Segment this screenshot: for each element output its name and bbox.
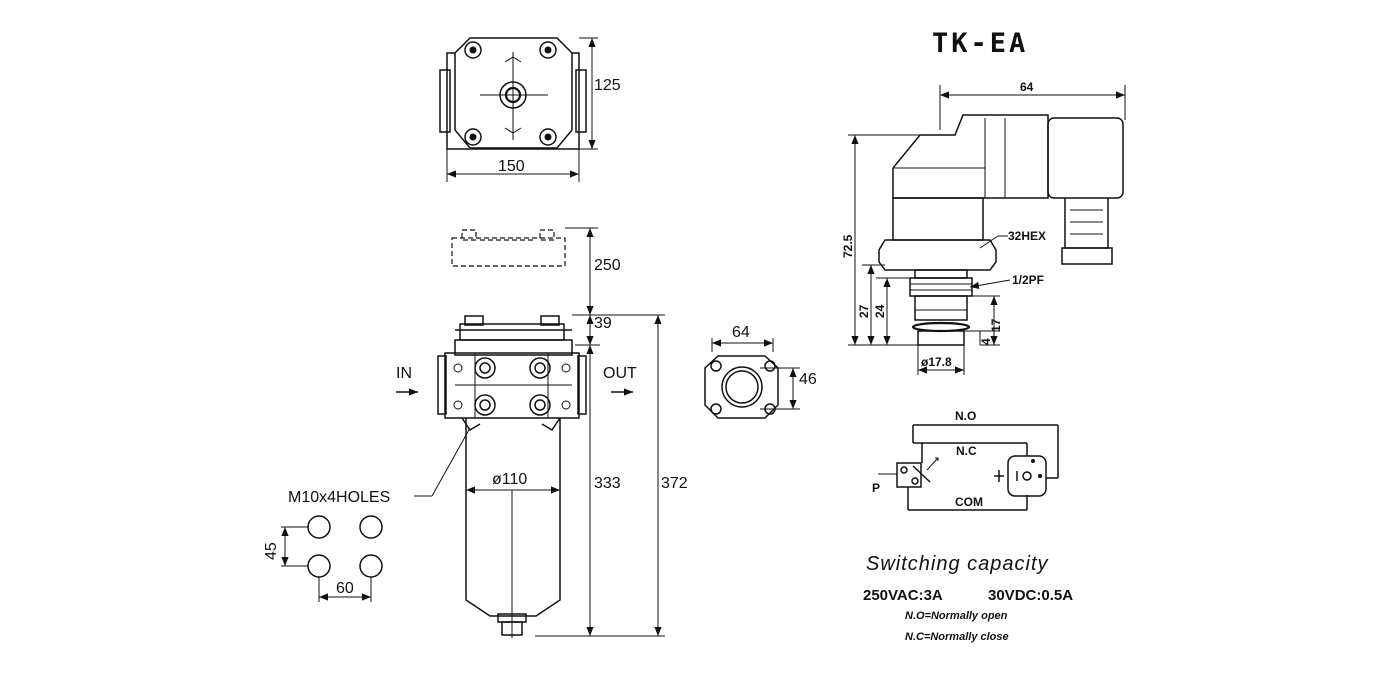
bolt-br (539, 128, 557, 146)
com-label: COM (955, 495, 983, 509)
dc-rating: 30VDC:0.5A (988, 587, 1073, 604)
bolt-tl (464, 41, 482, 59)
front-view: ø110 IN OUT 250 39 333 372 M10x4HOLES (288, 227, 688, 638)
pressure-port-label: P (872, 481, 880, 495)
total-height-dim: 372 (661, 475, 688, 492)
out-label: OUT (603, 365, 637, 382)
model-title: TK-EA (932, 28, 1028, 59)
flange-view: 64 46 (704, 324, 817, 419)
holes-vertical-dim: 45 (263, 542, 280, 560)
body-dim: 333 (594, 475, 621, 492)
switch-view: 64 72.5 27 24 (841, 80, 1126, 375)
switch-height-dim: 72.5 (841, 234, 855, 258)
head-dim: 39 (594, 315, 612, 332)
nc-label: N.C (956, 444, 977, 458)
hex-label: 32HEX (1008, 229, 1046, 243)
switch-dim-4: 4 (979, 338, 993, 345)
hole-pattern: 45 60 (263, 515, 383, 602)
no-definition: N.O=Normally open (905, 610, 1008, 622)
switching-capacity-caption: Switching capacity (866, 553, 1049, 575)
flange-height-dim: 46 (799, 371, 817, 388)
top-width-dim: 150 (498, 158, 525, 175)
ac-rating: 250VAC:3A (863, 587, 943, 604)
bowl-diameter-dim: ø110 (492, 471, 527, 488)
top-view: 125 150 (439, 37, 621, 182)
flange-width-dim: 64 (732, 324, 750, 341)
port-bolt-1 (474, 357, 496, 379)
holes-horizontal-dim: 60 (336, 580, 354, 597)
switch-diameter-dim: ø17.8 (921, 355, 952, 369)
in-label: IN (396, 365, 412, 382)
top-height-dim: 125 (594, 77, 621, 94)
switch-width-dim: 64 (1020, 80, 1034, 94)
switch-dim-17: 17 (989, 318, 1003, 332)
port-bolt-4 (529, 394, 551, 416)
bolt-bl (464, 128, 482, 146)
no-label: N.O (955, 409, 976, 423)
nc-definition: N.C=Normally close (905, 631, 1009, 643)
port-bolt-3 (474, 394, 496, 416)
circuit-diagram: P N.O N.C COM (872, 409, 1059, 511)
bolt-tr (539, 41, 557, 59)
port-bolt-2 (529, 357, 551, 379)
holes-label: M10x4HOLES (288, 489, 390, 506)
switch-dim-27: 27 (857, 304, 871, 318)
removal-dim: 250 (594, 257, 621, 274)
thread-label: 1/2PF (1012, 273, 1044, 287)
switch-dim-24: 24 (873, 304, 887, 318)
